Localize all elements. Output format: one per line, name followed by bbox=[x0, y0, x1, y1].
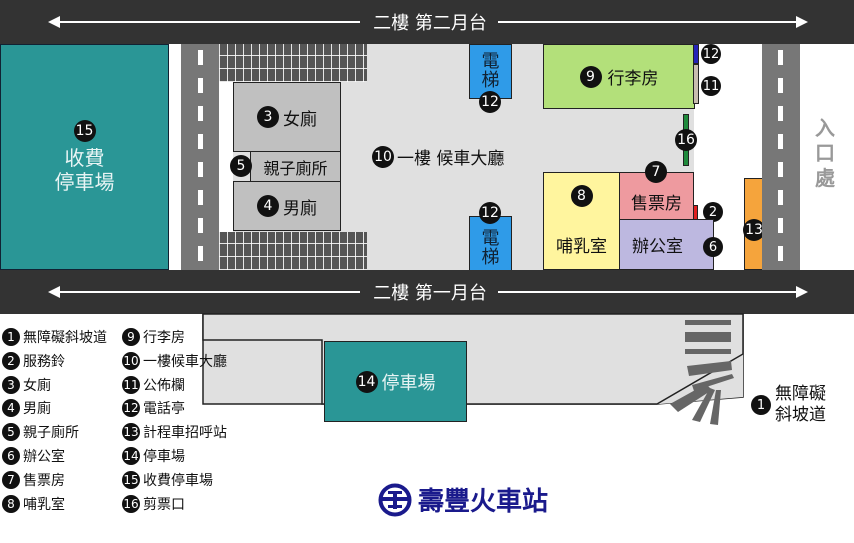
hall-white-strip bbox=[219, 82, 233, 232]
family-toilet-label: 親子廁所 bbox=[263, 158, 328, 178]
paid-parking-label-1: 收費 bbox=[64, 146, 105, 170]
womens-toilet-label: 女廁 bbox=[283, 109, 317, 130]
platform-1-label: 二樓 第一月台 bbox=[373, 283, 487, 304]
luggage-label: 行李房 bbox=[607, 69, 659, 89]
marker-11: 11 bbox=[701, 76, 721, 96]
nursing-label: 哺乳室 bbox=[556, 236, 607, 257]
marker-2: 2 bbox=[703, 202, 723, 222]
service-bell[interactable] bbox=[693, 205, 698, 220]
paid-parking-area[interactable]: 15 收費 停車場 bbox=[0, 44, 169, 270]
marker-4: 4 bbox=[257, 195, 279, 217]
marker-12: 12 bbox=[479, 91, 501, 113]
platform-line bbox=[498, 291, 798, 293]
platform-line bbox=[58, 291, 360, 293]
platform-line bbox=[498, 21, 798, 23]
ramp-label-2: 斜坡道 bbox=[775, 405, 826, 426]
entrance-char: 入 bbox=[815, 116, 835, 140]
arrow-left-icon bbox=[48, 16, 60, 28]
right-road bbox=[762, 44, 800, 270]
platform-1: 二樓 第一月台 bbox=[0, 270, 854, 314]
marker-1: 1 bbox=[751, 395, 771, 416]
elevator-char: 電 bbox=[481, 228, 500, 250]
marker-8: 8 bbox=[570, 185, 593, 208]
parking-lot[interactable]: 14 停車場 bbox=[324, 341, 467, 422]
marker-10: 10 bbox=[372, 145, 394, 168]
arrow-right-icon bbox=[796, 16, 808, 28]
marker-16: 16 bbox=[675, 129, 697, 151]
paid-parking-label-2: 停車場 bbox=[54, 170, 115, 194]
family-toilet[interactable]: 親子廁所 bbox=[250, 151, 341, 182]
elevator-char: 電 bbox=[481, 50, 500, 72]
elevator-char: 梯 bbox=[481, 247, 500, 269]
bulletin-board[interactable] bbox=[693, 64, 699, 104]
platform-2-label: 二樓 第二月台 bbox=[373, 13, 487, 34]
parking-label: 停車場 bbox=[381, 372, 436, 394]
marker-12: 12 bbox=[479, 202, 501, 224]
railway-logo-icon bbox=[378, 483, 412, 516]
left-road bbox=[181, 44, 219, 270]
marker-7: 7 bbox=[645, 161, 667, 183]
ticket-label: 售票房 bbox=[631, 193, 682, 214]
ramp-label-1: 無障礙 bbox=[775, 384, 826, 404]
nursing-room[interactable]: 8 哺乳室 bbox=[543, 172, 620, 270]
platform-line bbox=[58, 21, 360, 23]
marker-14: 14 bbox=[355, 370, 378, 393]
station-name: 壽豐火車站 bbox=[418, 487, 549, 517]
mens-toilet-label: 男廁 bbox=[283, 198, 317, 219]
office[interactable]: 辦公室 bbox=[619, 219, 714, 270]
entrance-char: 口 bbox=[815, 141, 835, 165]
luggage-room[interactable]: 9 行李房 bbox=[543, 44, 695, 109]
hall-label: 一樓 候車大廳 bbox=[397, 149, 505, 169]
entrance-char: 處 bbox=[815, 166, 835, 190]
marker-13: 13 bbox=[743, 219, 765, 241]
elevator-bottom[interactable]: 電 梯 bbox=[469, 216, 512, 271]
marker-3: 3 bbox=[257, 106, 279, 128]
phone-booth[interactable] bbox=[693, 44, 699, 64]
forecourt-with-ramp bbox=[202, 313, 744, 425]
elevator-char: 梯 bbox=[481, 69, 500, 91]
stairs-bottom bbox=[219, 232, 367, 270]
arrow-left-icon bbox=[48, 286, 60, 298]
hall-label-group: 10 一樓 候車大廳 bbox=[372, 144, 504, 169]
office-label: 辦公室 bbox=[632, 237, 683, 257]
marker-6: 6 bbox=[703, 237, 723, 257]
platform-2: 二樓 第二月台 bbox=[0, 0, 854, 44]
stairs-top bbox=[219, 44, 367, 82]
marker-5: 5 bbox=[230, 155, 252, 177]
ramp-label-group: 1 無障礙 斜坡道 bbox=[751, 384, 826, 427]
marker-9: 9 bbox=[579, 65, 602, 88]
marker-12: 12 bbox=[701, 44, 721, 64]
womens-toilet[interactable]: 3 女廁 bbox=[233, 82, 341, 152]
station-title: 壽豐火車站 bbox=[378, 481, 548, 518]
mens-toilet[interactable]: 4 男廁 bbox=[233, 181, 341, 231]
entrance-label: 入 口 處 bbox=[810, 116, 840, 191]
marker-15: 15 bbox=[73, 120, 96, 142]
elevator-top[interactable]: 電 梯 bbox=[469, 44, 512, 99]
arrow-right-icon bbox=[796, 286, 808, 298]
